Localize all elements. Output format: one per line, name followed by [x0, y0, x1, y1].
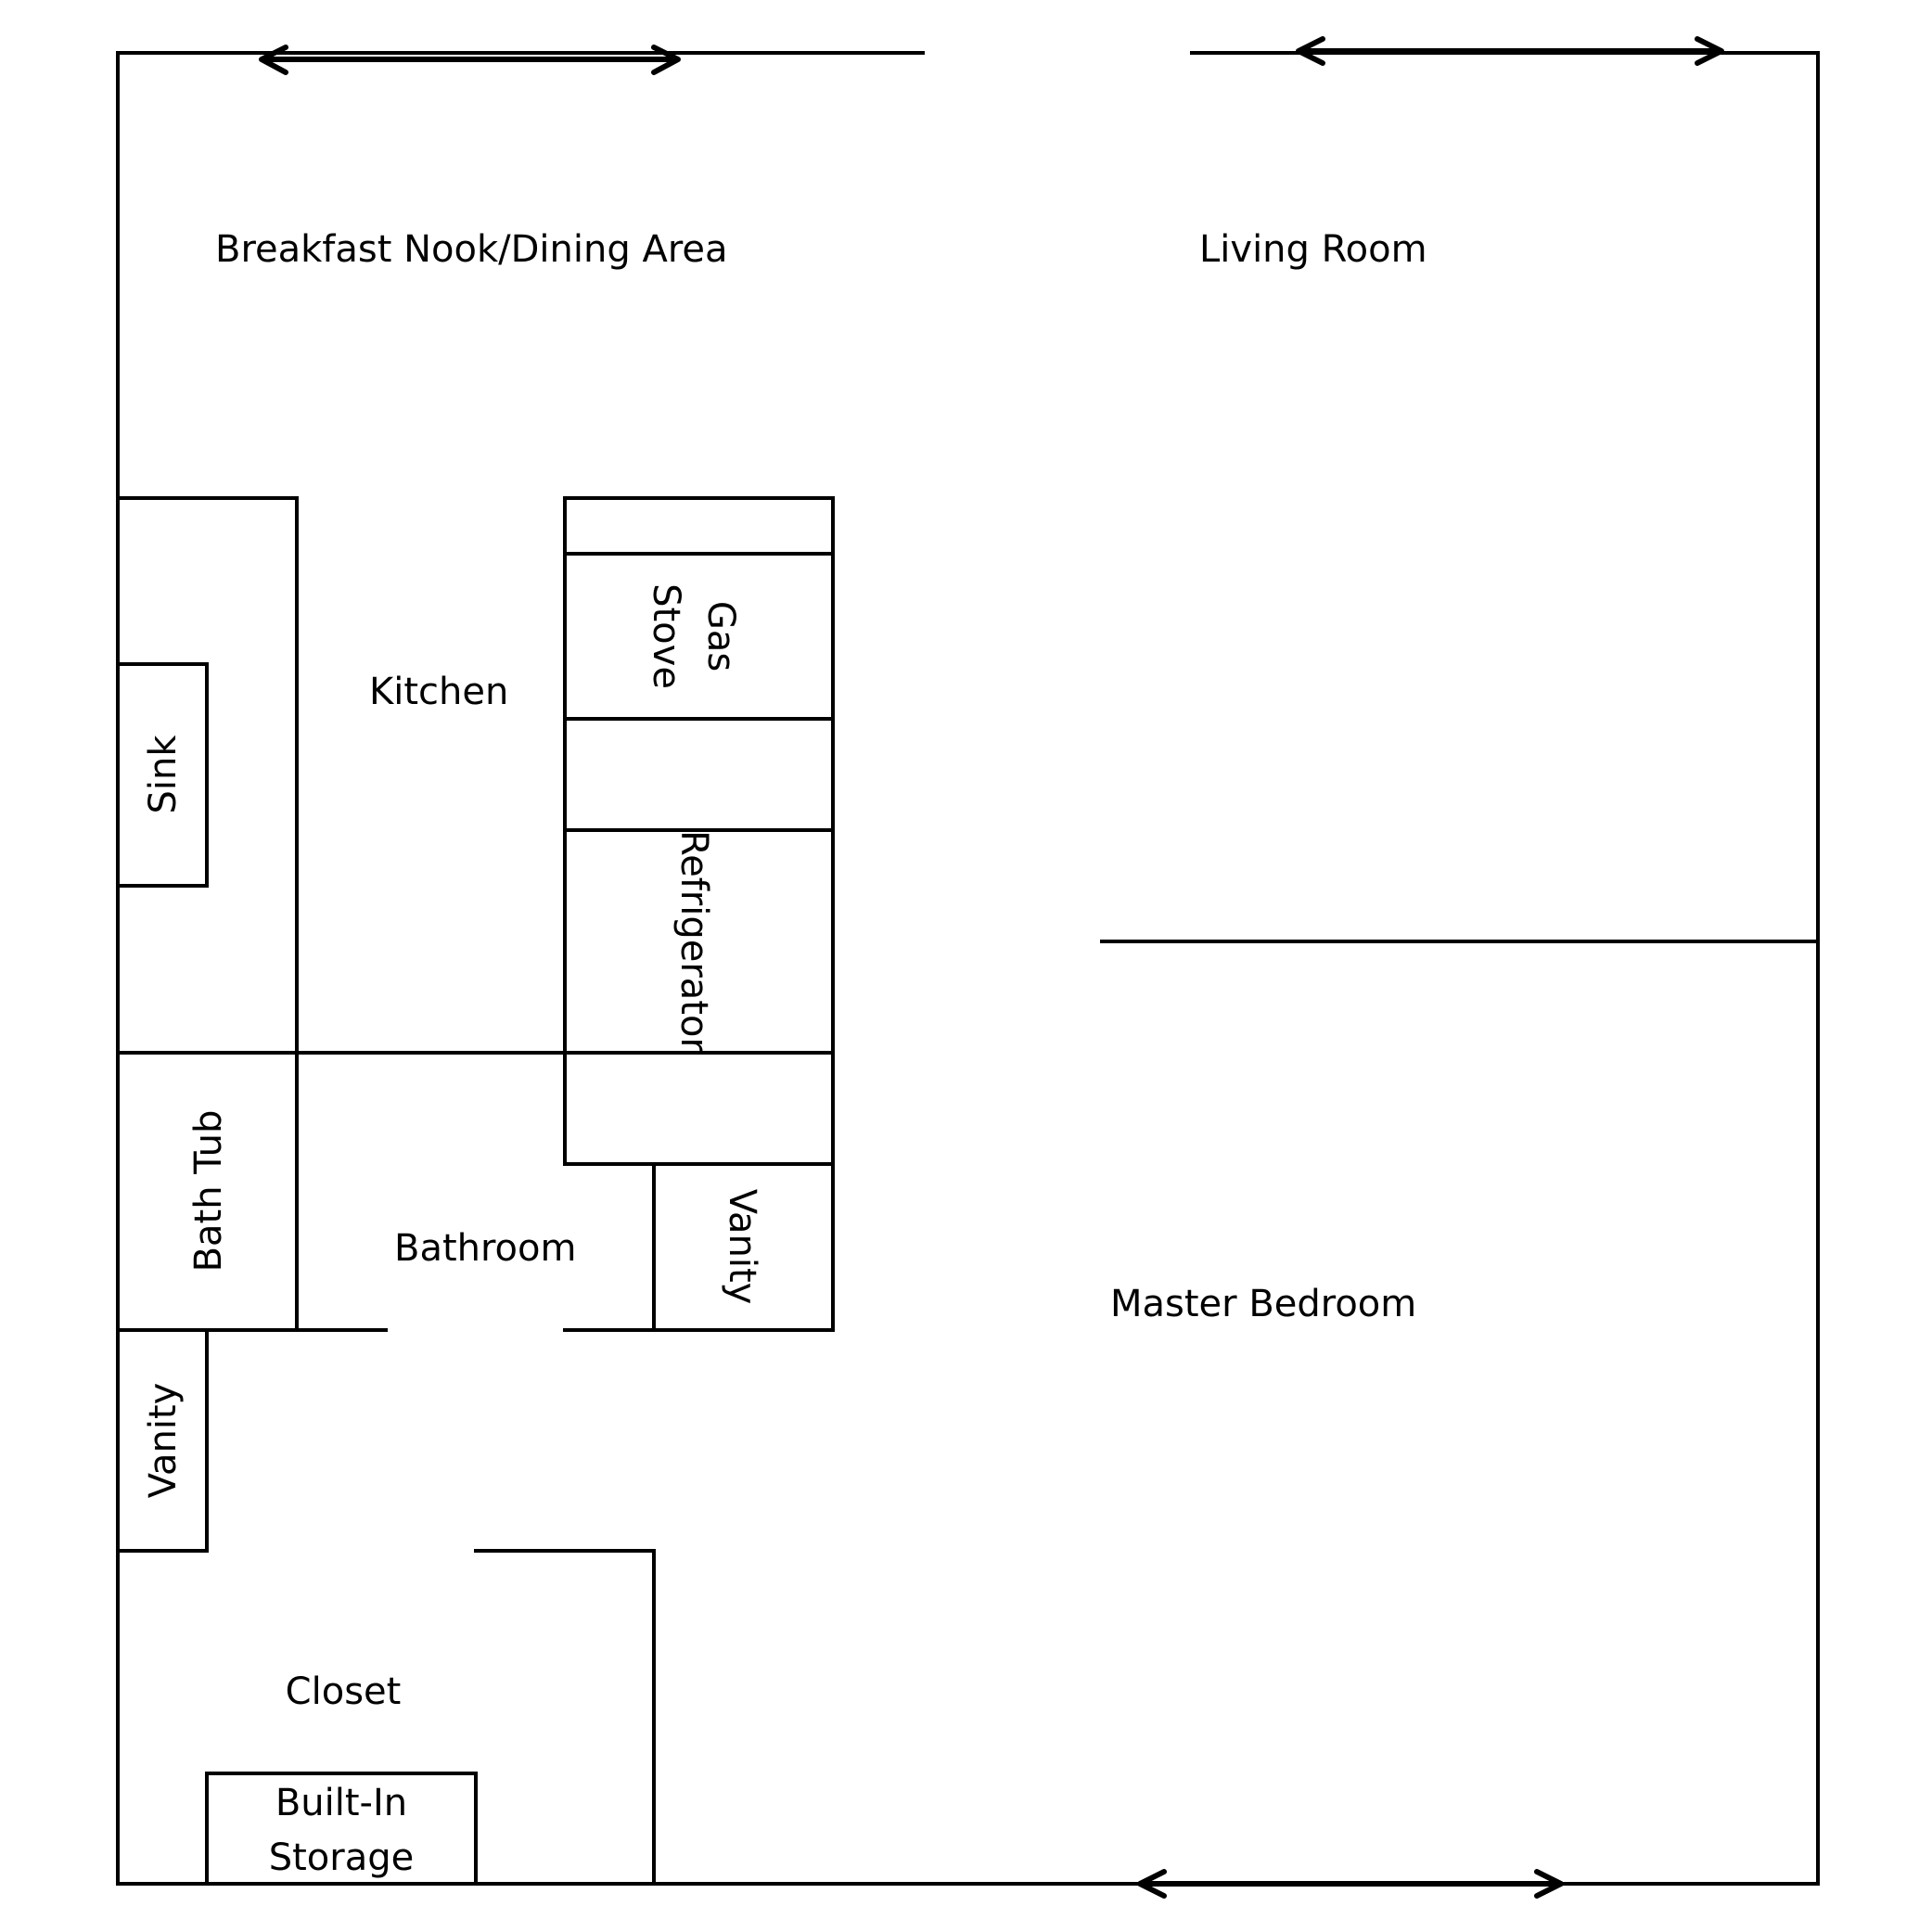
gas-stove-label-line1: Gas	[699, 601, 742, 672]
built-in-storage-box	[205, 1772, 478, 1886]
refrigerator-label: Refrigerator	[672, 830, 715, 1053]
gas-stove-label-line2: Stove	[645, 583, 687, 689]
double-arrow-icon	[1296, 36, 1724, 66]
bathroom-vanity-box	[652, 1162, 835, 1332]
bathroom-vanity-label: Vanity	[721, 1189, 763, 1305]
double-arrow-icon	[259, 45, 681, 75]
double-arrow-icon	[1137, 1869, 1564, 1899]
bathroom-label: Bathroom	[394, 1227, 576, 1270]
master-bedroom-label: Master Bedroom	[1110, 1283, 1416, 1325]
sink-box	[116, 662, 209, 888]
storage-label-line1: Built-In	[275, 1782, 407, 1824]
bath-tub-label: Bath Tub	[187, 1110, 230, 1273]
hall-vanity-label: Vanity	[142, 1383, 185, 1499]
kitchen-label: Kitchen	[369, 671, 508, 713]
breakfast-nook-label: Breakfast Nook/Dining Area	[215, 228, 728, 271]
sink-label: Sink	[142, 735, 185, 814]
living-room-label: Living Room	[1199, 228, 1427, 271]
storage-label-line2: Storage	[269, 1836, 415, 1879]
closet-label: Closet	[286, 1670, 402, 1713]
